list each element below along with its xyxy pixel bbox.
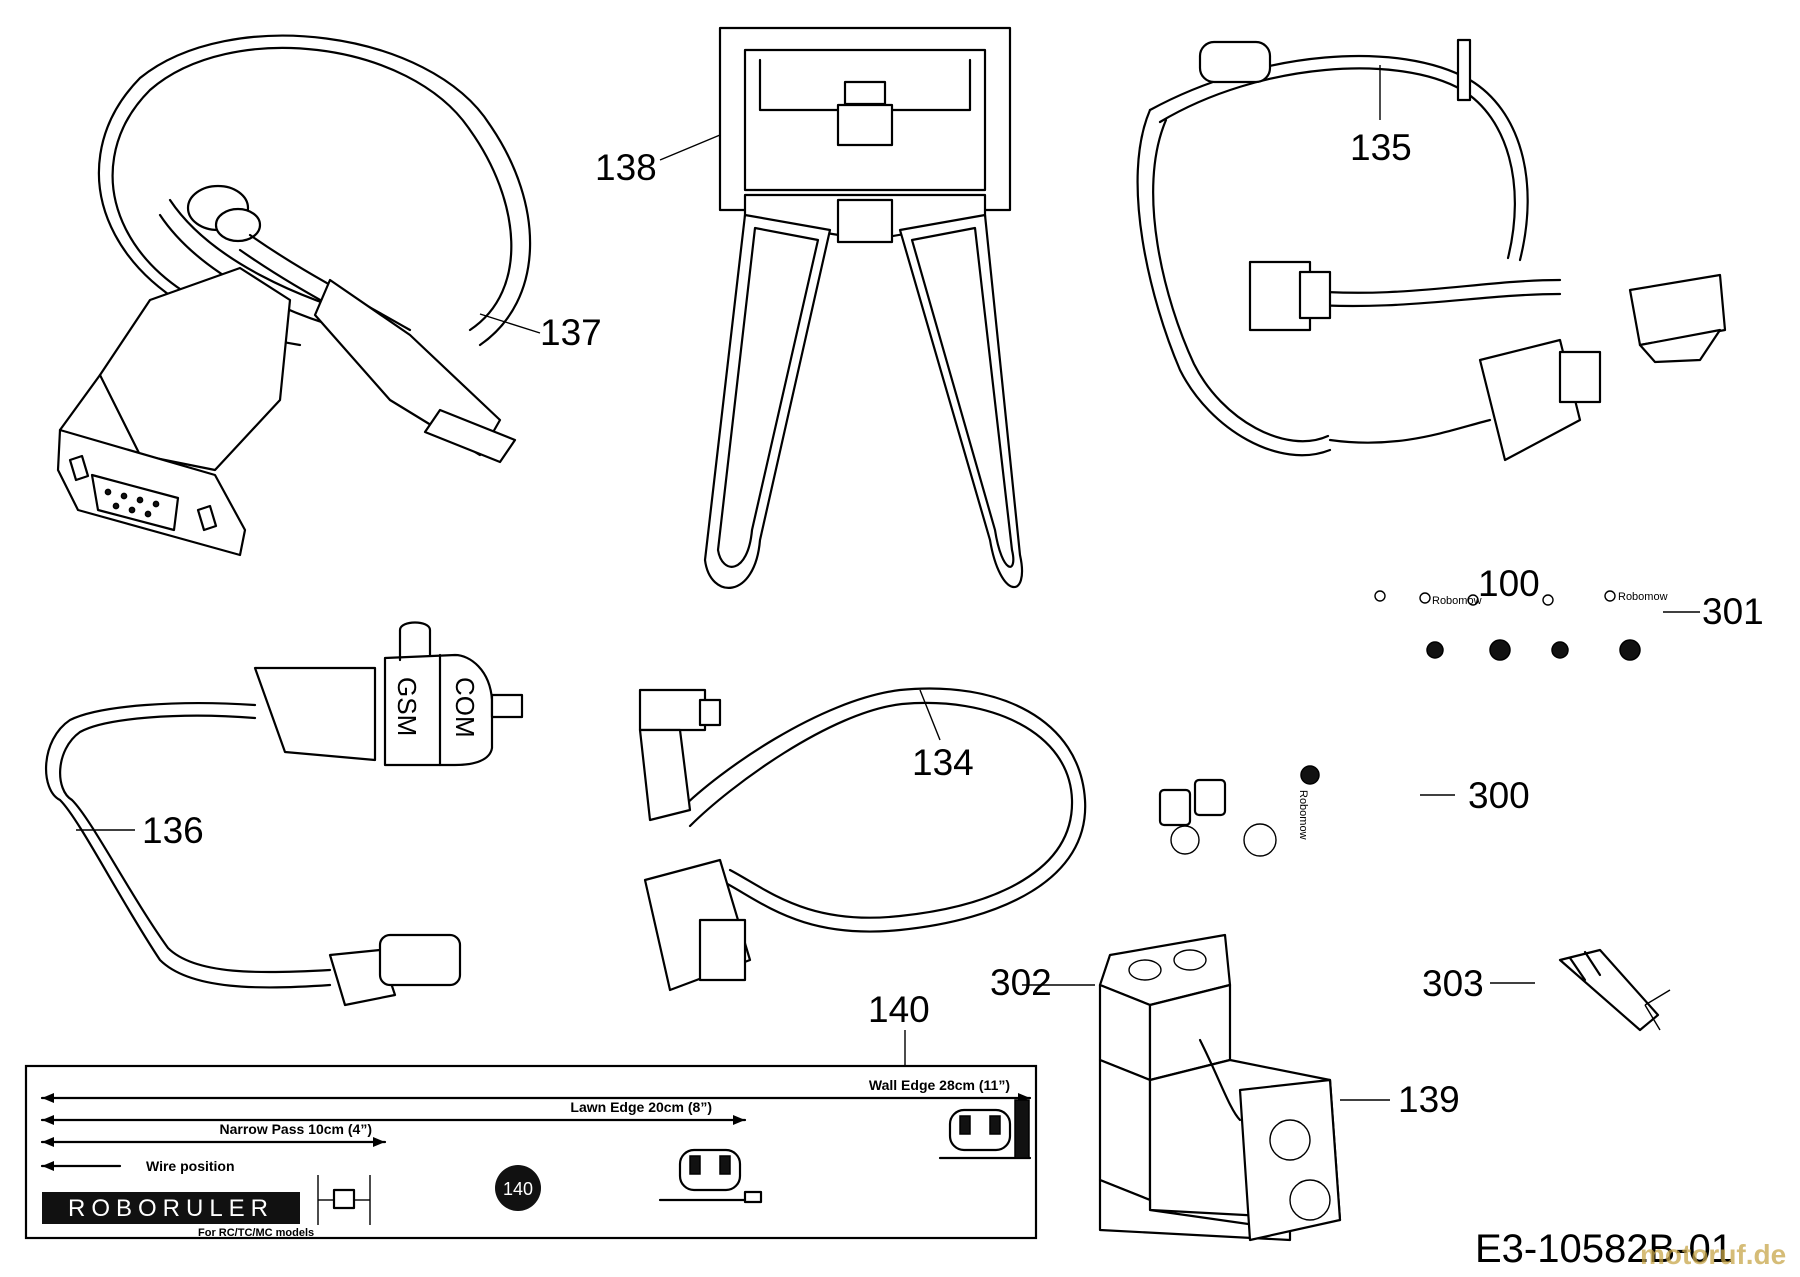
callout-302: 302 — [990, 962, 1052, 1003]
gsm-label: GSM — [392, 677, 422, 736]
roboruler-logo: ROBORULER — [68, 1195, 274, 1222]
part-140-roboruler: Wall Edge 28cm (11”) Lawn Edge 20cm (8”)… — [24, 1030, 1038, 1240]
part-303-pin — [1490, 948, 1671, 1032]
part-300-sticker: Robomow — [1158, 765, 1455, 857]
part-134-cable — [638, 687, 1087, 992]
callout-140-badge: 140 — [503, 1179, 533, 1199]
lawn-edge-label: Lawn Edge 20cm (8”) — [570, 1099, 712, 1115]
part-137-serial-cable — [56, 34, 541, 557]
sticker-brand-3: Robomow — [1297, 790, 1309, 840]
com-label: COM — [450, 677, 480, 738]
narrow-pass-label: Narrow Pass 10cm (4”) — [219, 1121, 372, 1137]
mower-icon-wall-edge — [938, 1099, 1032, 1160]
callout-134: 134 — [912, 742, 974, 783]
drawing-number: E3-10582B-01 — [1475, 1227, 1733, 1271]
part-301-stickers: Robomow Robomow — [1374, 590, 1700, 661]
callout-136: 136 — [142, 810, 204, 851]
watermark: motoruf.de — [1640, 1239, 1786, 1270]
part-138-bracket — [659, 26, 1024, 589]
callout-139: 139 — [1398, 1079, 1460, 1120]
callout-135: 135 — [1350, 127, 1412, 168]
mower-icon-lawn-edge — [658, 1148, 763, 1204]
wire-position-mark — [317, 1175, 371, 1225]
wire-position-label: Wire position — [146, 1158, 235, 1174]
callout-138: 138 — [595, 147, 657, 188]
callout-301: 301 — [1702, 591, 1764, 632]
wall-edge-label: Wall Edge 28cm (11”) — [869, 1077, 1010, 1093]
part-135-harness — [1136, 38, 1727, 462]
part-139-block — [1022, 933, 1390, 1242]
callout-303: 303 — [1422, 963, 1484, 1004]
callout-100: 100 — [1478, 563, 1540, 604]
callout-137: 137 — [540, 312, 602, 353]
roboruler-models: For RC/TC/MC models — [198, 1227, 314, 1239]
sticker-brand-2: Robomow — [1618, 591, 1668, 603]
part-136-gsm-lead: GSM COM — [44, 621, 524, 1007]
callout-140: 140 — [868, 989, 930, 1030]
callout-300: 300 — [1468, 775, 1530, 816]
sticker-brand-1: Robomow — [1432, 595, 1482, 607]
